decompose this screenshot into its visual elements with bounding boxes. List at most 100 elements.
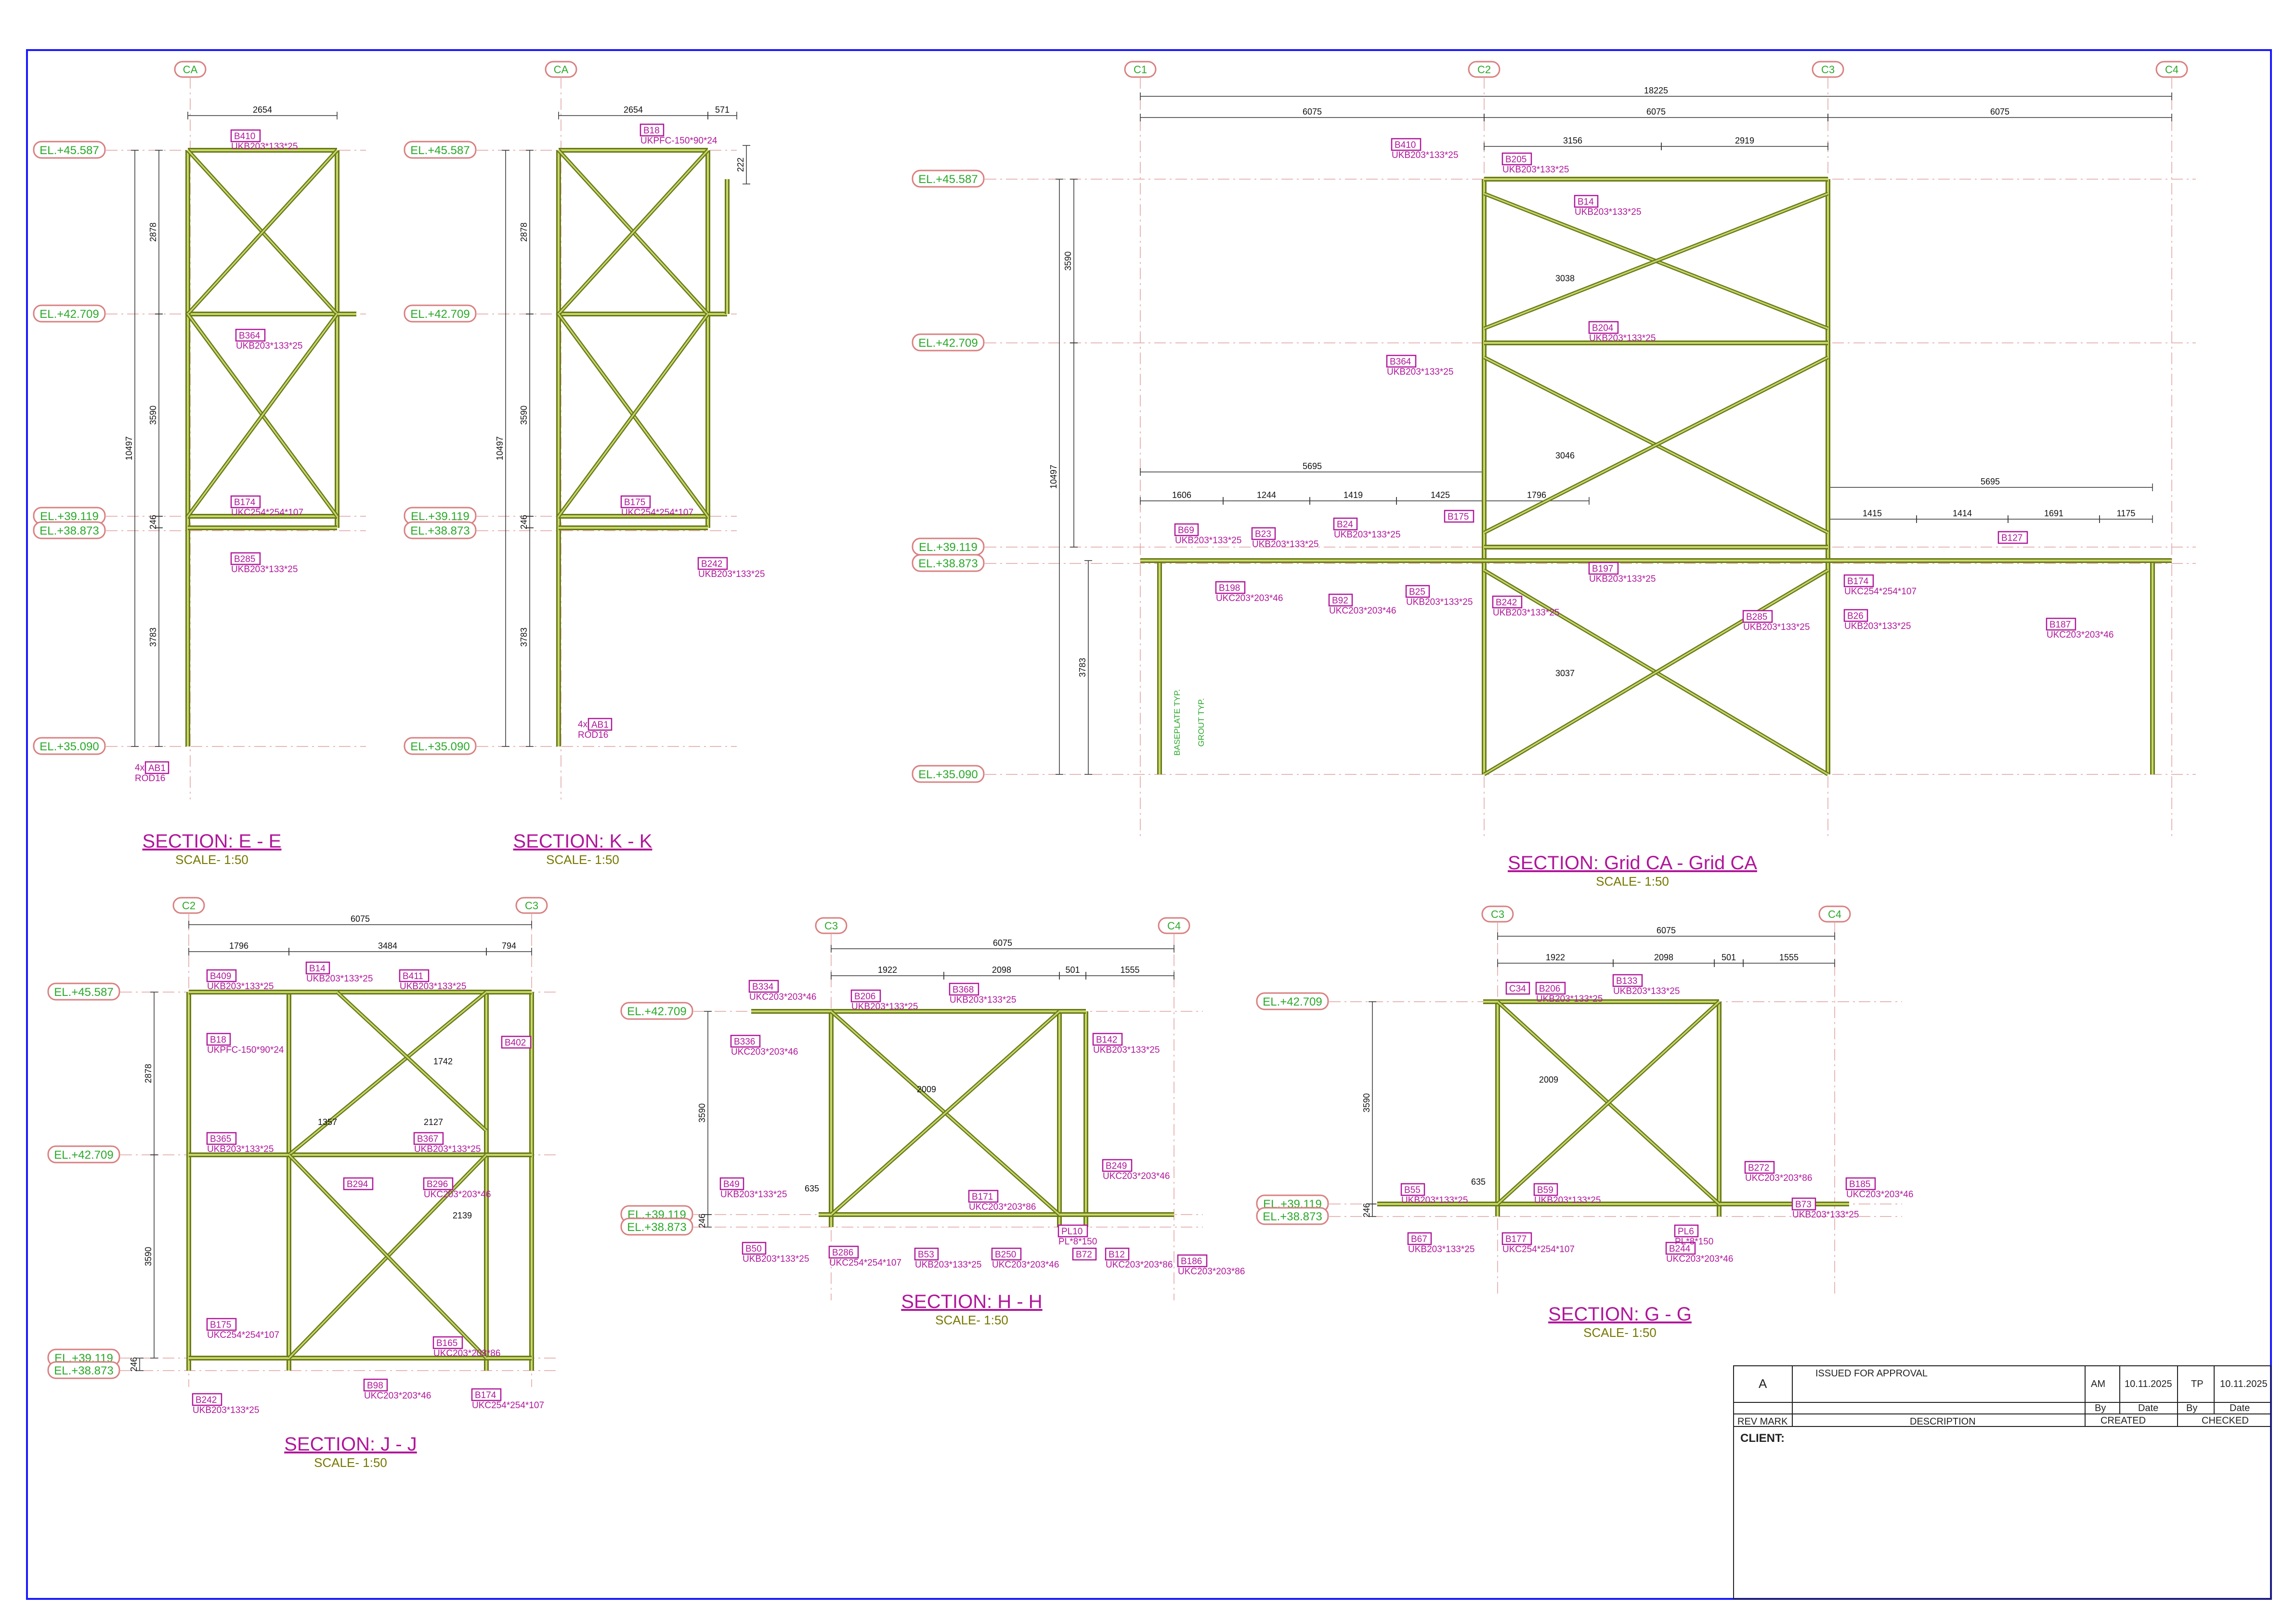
member-mark-box bbox=[620, 495, 651, 509]
member-mark-id: B367 bbox=[417, 1134, 438, 1144]
grid-bubble-label: C4 bbox=[1167, 920, 1181, 932]
dimension-text: 246 bbox=[148, 515, 158, 529]
member-mark-box bbox=[1333, 517, 1358, 531]
dimension-text: 18225 bbox=[1644, 86, 1668, 95]
elevation-label: EL.+39.119 bbox=[411, 510, 470, 523]
member-mark-box bbox=[399, 969, 430, 982]
brace-member-web bbox=[831, 1010, 1060, 1216]
member-mark-id: B402 bbox=[505, 1038, 526, 1048]
dimension-text: 3590 bbox=[519, 406, 529, 425]
grid-bubble-label: CA bbox=[554, 64, 569, 76]
member-mark-box bbox=[1791, 1197, 1816, 1211]
dimension-text: 5695 bbox=[1981, 477, 2000, 486]
elevation-tag: EL.+45.587 bbox=[912, 170, 985, 188]
member-profile: UKB203*133*25 bbox=[193, 1405, 259, 1415]
elevation-label: EL.+39.119 bbox=[919, 541, 978, 554]
member-mark-id: B171 bbox=[972, 1192, 993, 1202]
dimension-text: 1796 bbox=[229, 941, 248, 951]
dimension-text: 1415 bbox=[1863, 509, 1882, 518]
member-mark-box bbox=[1328, 593, 1353, 607]
member-profile: PL*8*150 bbox=[1675, 1237, 1713, 1247]
member-mark-id: B26 bbox=[1847, 611, 1864, 621]
dimension-text: 3590 bbox=[1362, 1093, 1371, 1112]
member-profile: UKB203*133*25 bbox=[915, 1260, 981, 1270]
dimension-text: 246 bbox=[129, 1357, 139, 1372]
member-mark-id: B55 bbox=[1404, 1185, 1421, 1195]
elevation-label: EL.+38.873 bbox=[1263, 1210, 1322, 1223]
member-profile: UKB203*133*25 bbox=[1589, 574, 1656, 584]
member-mark-box bbox=[206, 1132, 237, 1145]
dimension-text: 1414 bbox=[1953, 509, 1972, 518]
member-profile: UKC254*254*107 bbox=[207, 1330, 279, 1340]
dimension-text: 1425 bbox=[1431, 490, 1450, 500]
dimension-text: 3590 bbox=[697, 1103, 707, 1123]
member-profile: UKB203*133*25 bbox=[236, 341, 302, 351]
elevation-label: EL.+35.090 bbox=[39, 740, 99, 753]
member-mark-id: B98 bbox=[367, 1381, 383, 1391]
elevation-tag-outline bbox=[912, 765, 985, 783]
member-mark-box bbox=[991, 1247, 1022, 1261]
member-mark-id: B410 bbox=[1395, 140, 1416, 150]
section-scale: SCALE- 1:50 bbox=[546, 852, 619, 867]
dimension-text: 2009 bbox=[1539, 1075, 1558, 1085]
elevation-tag: EL.+42.709 bbox=[404, 304, 477, 323]
dimension-text: 1555 bbox=[1779, 953, 1799, 962]
member-profile: UKB203*133*25 bbox=[1534, 1195, 1601, 1205]
elevation-label: EL.+45.587 bbox=[918, 173, 978, 186]
brace-member-web bbox=[1497, 1001, 1720, 1205]
member-profile: UKC203*203*46 bbox=[1846, 1190, 1913, 1200]
grid-bubble: C4 bbox=[1818, 905, 1851, 923]
member-mark-box bbox=[206, 1318, 237, 1331]
member-profile: UKB203*133*25 bbox=[414, 1144, 481, 1154]
brace-member-web bbox=[1484, 193, 1828, 329]
member-mark-box bbox=[1674, 1224, 1699, 1238]
member-mark-id: PL10 bbox=[1061, 1227, 1083, 1237]
elevation-tag: EL.+38.873 bbox=[33, 521, 106, 539]
member-mark-box bbox=[1405, 585, 1430, 598]
grid-bubble-label: C3 bbox=[1821, 64, 1835, 76]
elevation-tag: EL.+45.587 bbox=[33, 141, 106, 159]
hdr-created: CREATED bbox=[2100, 1415, 2146, 1426]
member-profile: UKC203*203*46 bbox=[731, 1047, 798, 1057]
elevation-tag-outline bbox=[620, 1002, 693, 1020]
hdr-date-2: Date bbox=[2230, 1403, 2250, 1413]
hdr-date-1: Date bbox=[2138, 1403, 2158, 1413]
member-mark-id: B25 bbox=[1409, 587, 1425, 597]
member-profile: UKB203*133*25 bbox=[231, 564, 298, 575]
hdr-description: DESCRIPTION bbox=[1910, 1416, 1976, 1427]
brace-member-web bbox=[288, 991, 487, 1156]
dimension-text: 2878 bbox=[519, 222, 529, 242]
member-mark-box bbox=[1533, 1183, 1558, 1196]
section-title: SECTION: J - J bbox=[284, 1434, 417, 1455]
member-mark-id: PL6 bbox=[1678, 1227, 1694, 1237]
member-profile: UKB203*133*25 bbox=[950, 995, 1016, 1005]
elevation-label: EL.+38.873 bbox=[918, 557, 978, 570]
member-mark-id: B409 bbox=[210, 971, 231, 981]
member-mark-id: B250 bbox=[995, 1250, 1016, 1260]
member-mark-box bbox=[1105, 1247, 1130, 1261]
member-mark-id: B205 bbox=[1505, 155, 1526, 165]
member-profile: UKB203*133*25 bbox=[1792, 1210, 1859, 1220]
elevation-label: EL.+45.587 bbox=[39, 144, 99, 157]
dimension-text: 501 bbox=[1722, 953, 1736, 962]
member-mark-id: AB1 bbox=[591, 720, 609, 730]
dimension-text: 3783 bbox=[1078, 658, 1087, 677]
member-profile: UKB203*133*25 bbox=[1589, 333, 1656, 343]
grid-bubble-label: C4 bbox=[1828, 908, 1841, 920]
